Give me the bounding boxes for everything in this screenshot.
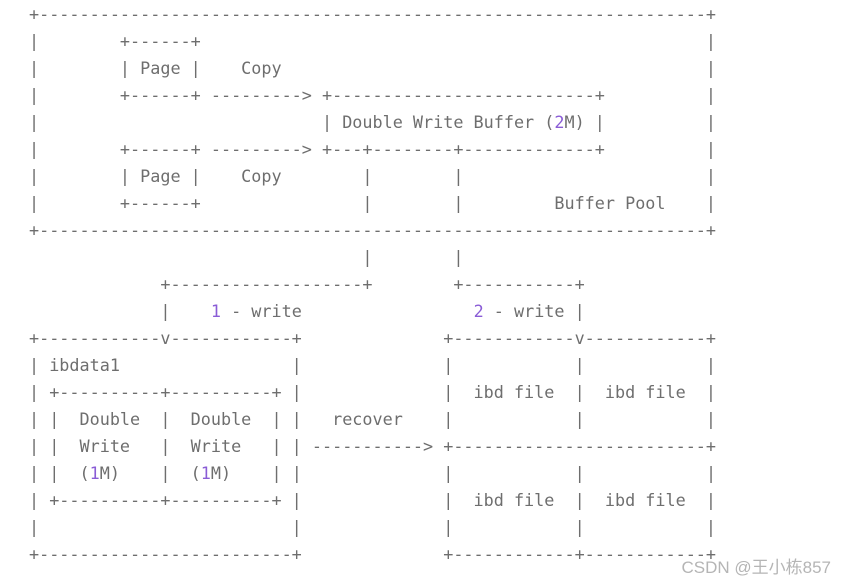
highlighted-number: 1 bbox=[210, 301, 221, 321]
ascii-diagram: +---------------------------------------… bbox=[29, 4, 717, 564]
highlighted-number: 1 bbox=[89, 463, 100, 483]
highlighted-number: 2 bbox=[473, 301, 484, 321]
highlighted-number: 2 bbox=[554, 112, 565, 132]
highlighted-number: 1 bbox=[200, 463, 211, 483]
csdn-watermark: CSDN @王小栋857 bbox=[681, 558, 831, 577]
